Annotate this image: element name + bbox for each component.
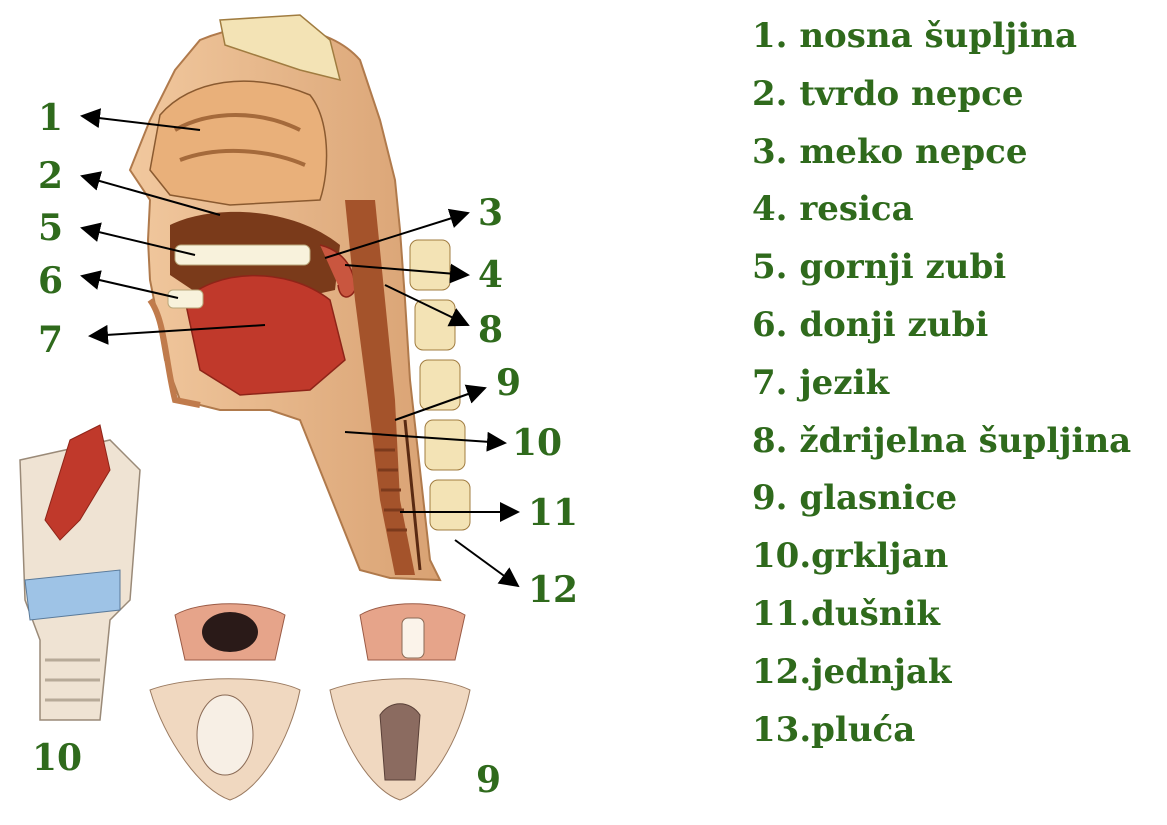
legend-list: 1. nosna šupljina 2. tvrdo nepce 3. meko… [752, 8, 1131, 759]
label-4: 4 [478, 254, 503, 296]
label-10: 10 [512, 422, 562, 464]
glottis-open-illustration [150, 604, 300, 800]
legend-item: 3. meko nepce [752, 124, 1131, 182]
legend-item: 1. nosna šupljina [752, 8, 1131, 66]
label-6: 6 [38, 260, 63, 302]
label-2: 2 [38, 155, 63, 197]
arrow-12 [455, 540, 518, 586]
label-3: 3 [478, 192, 503, 234]
legend-item: 5. gornji zubi [752, 239, 1131, 297]
inset-label-larynx: 10 [32, 737, 82, 779]
larynx-illustration [20, 425, 140, 720]
inset-label-vocal-cords: 9 [476, 759, 501, 801]
label-8: 8 [478, 309, 503, 351]
legend-item: 9. glasnice [752, 470, 1131, 528]
legend-item: 13.pluća [752, 702, 1131, 760]
label-12: 12 [528, 569, 578, 611]
legend-item: 6. donji zubi [752, 297, 1131, 355]
legend-item: 11.dušnik [752, 586, 1131, 644]
label-1: 1 [38, 97, 63, 139]
legend-item: 8. ždrijelna šupljina [752, 413, 1131, 471]
legend-item: 4. resica [752, 181, 1131, 239]
legend-item: 7. jezik [752, 355, 1131, 413]
legend-item: 10.grkljan [752, 528, 1131, 586]
sagittal-head-section [130, 15, 470, 580]
label-9: 9 [496, 362, 521, 404]
label-5: 5 [38, 207, 63, 249]
label-11: 11 [528, 492, 578, 534]
glottis-closed-illustration [330, 604, 470, 800]
legend-item: 12.jednjak [752, 644, 1131, 702]
legend-item: 2. tvrdo nepce [752, 66, 1131, 124]
label-7: 7 [38, 319, 63, 361]
